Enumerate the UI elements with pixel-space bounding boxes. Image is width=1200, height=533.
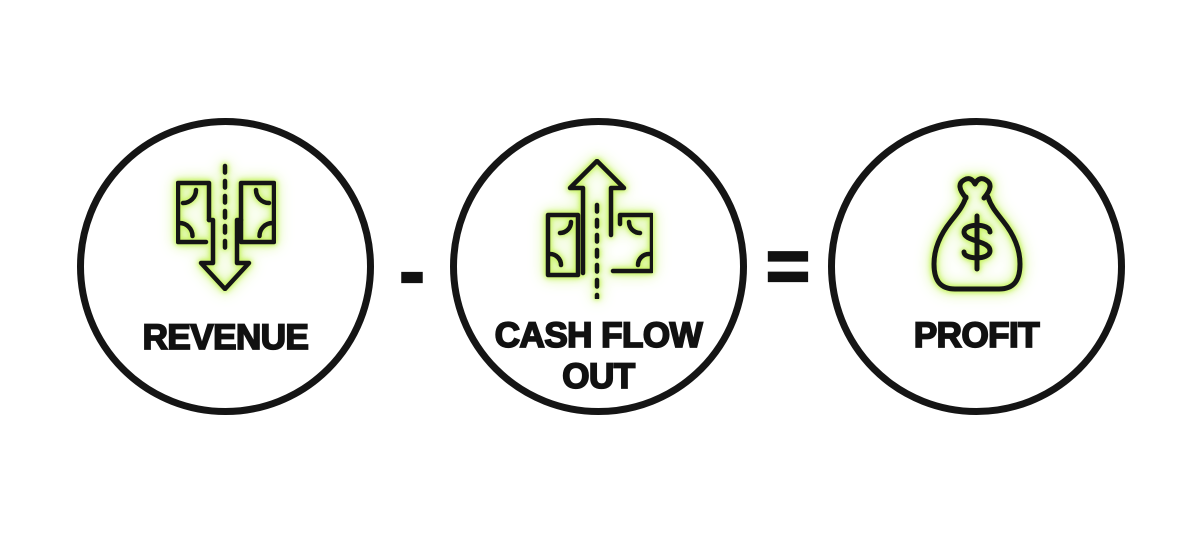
cash-flow-out-label: CASH FLOW OUT <box>494 315 704 397</box>
money-bag-dollar-icon <box>927 172 1027 298</box>
profit-label: PROFIT <box>913 315 1041 356</box>
minus-operator: - <box>398 229 426 314</box>
revenue-node: REVENUE <box>77 118 374 415</box>
banknote-split-arrow-down-icon <box>176 163 276 291</box>
revenue-label: REVENUE <box>142 317 310 358</box>
cash-flow-out-node: CASH FLOW OUT <box>450 118 747 415</box>
profit-node: PROFIT <box>828 118 1125 415</box>
equals-operator: = <box>765 224 812 309</box>
banknote-split-arrow-up-icon <box>545 159 653 299</box>
money-bag-dollar-svg <box>931 176 1023 292</box>
banknote-split-arrow-up-svg <box>545 159 653 299</box>
banknote-split-arrow-down-svg <box>176 163 276 291</box>
